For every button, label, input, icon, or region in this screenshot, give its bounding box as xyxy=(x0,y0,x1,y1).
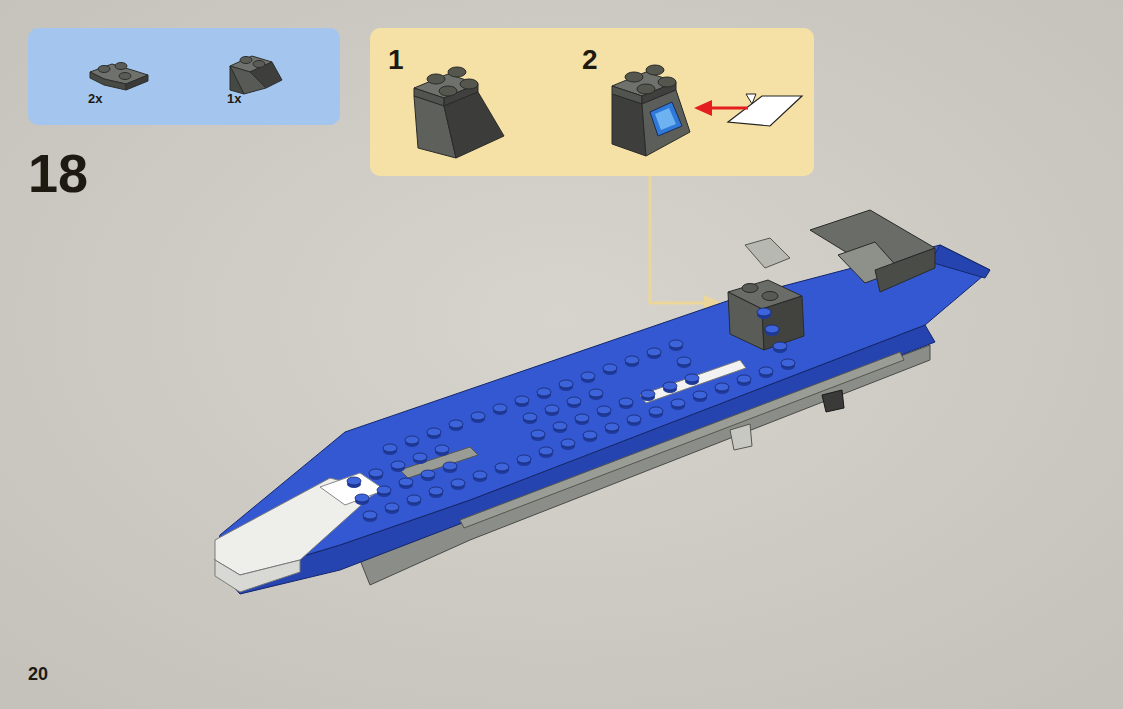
stud xyxy=(619,398,633,409)
stud xyxy=(625,356,639,367)
stud xyxy=(649,407,663,418)
parts-panel xyxy=(28,28,340,125)
stud xyxy=(597,406,611,417)
stud xyxy=(407,495,421,506)
stud xyxy=(405,436,419,447)
stud xyxy=(627,415,641,426)
stud xyxy=(531,430,545,441)
substep-number: 2 xyxy=(582,46,598,74)
stud xyxy=(603,364,617,375)
stud xyxy=(773,342,787,353)
substep-panel: 12 xyxy=(370,28,814,176)
stud xyxy=(737,375,751,386)
stud xyxy=(427,428,441,439)
slope-icon xyxy=(230,56,282,94)
stud xyxy=(537,388,551,399)
page-number: 20 xyxy=(28,665,48,683)
stud xyxy=(605,423,619,434)
stud xyxy=(765,325,779,336)
stud xyxy=(553,422,567,433)
stud xyxy=(581,372,595,383)
stud xyxy=(515,396,529,407)
stud xyxy=(575,414,589,425)
stud xyxy=(561,439,575,450)
stud xyxy=(471,412,485,423)
part-quantity: 1x xyxy=(227,92,241,105)
leader-line xyxy=(650,176,722,311)
sticker-sheet xyxy=(728,94,802,126)
stud xyxy=(559,380,573,391)
stud xyxy=(449,420,463,431)
step-number: 18 xyxy=(28,146,88,200)
stud xyxy=(545,405,559,416)
stud xyxy=(693,391,707,402)
stud xyxy=(677,357,691,368)
stud xyxy=(583,431,597,442)
stud xyxy=(757,308,771,319)
stud xyxy=(641,390,655,401)
stud xyxy=(589,389,603,400)
stud xyxy=(493,404,507,415)
stud xyxy=(385,503,399,514)
stud xyxy=(377,486,391,497)
slope-brick-sticker xyxy=(612,65,690,156)
stud xyxy=(391,461,405,472)
stud xyxy=(443,462,457,473)
stud xyxy=(539,447,553,458)
stud xyxy=(567,397,581,408)
plate-icon xyxy=(90,63,148,91)
stud xyxy=(435,445,449,456)
stud xyxy=(781,359,795,370)
stud xyxy=(413,453,427,464)
stud xyxy=(399,478,413,489)
stud xyxy=(669,340,683,351)
stud xyxy=(355,494,369,505)
parts-list-panel: 2x 1x xyxy=(28,28,340,125)
stud xyxy=(473,471,487,482)
stud xyxy=(523,413,537,424)
stud xyxy=(495,463,509,474)
red-arrow xyxy=(694,100,748,116)
stud xyxy=(671,399,685,410)
substep-number: 1 xyxy=(388,46,404,74)
stud xyxy=(421,470,435,481)
stud xyxy=(685,374,699,385)
slope-brick xyxy=(414,67,504,158)
stud xyxy=(663,382,677,393)
stud xyxy=(451,479,465,490)
part-quantity: 2x xyxy=(88,92,102,105)
ship-model xyxy=(215,210,990,594)
stud xyxy=(715,383,729,394)
substep-panel xyxy=(370,28,814,176)
stud xyxy=(383,444,397,455)
stud xyxy=(647,348,661,359)
stud xyxy=(369,469,383,480)
stud xyxy=(347,477,361,488)
stud xyxy=(517,455,531,466)
stud xyxy=(759,367,773,378)
stud xyxy=(429,487,443,498)
stud xyxy=(363,511,377,522)
